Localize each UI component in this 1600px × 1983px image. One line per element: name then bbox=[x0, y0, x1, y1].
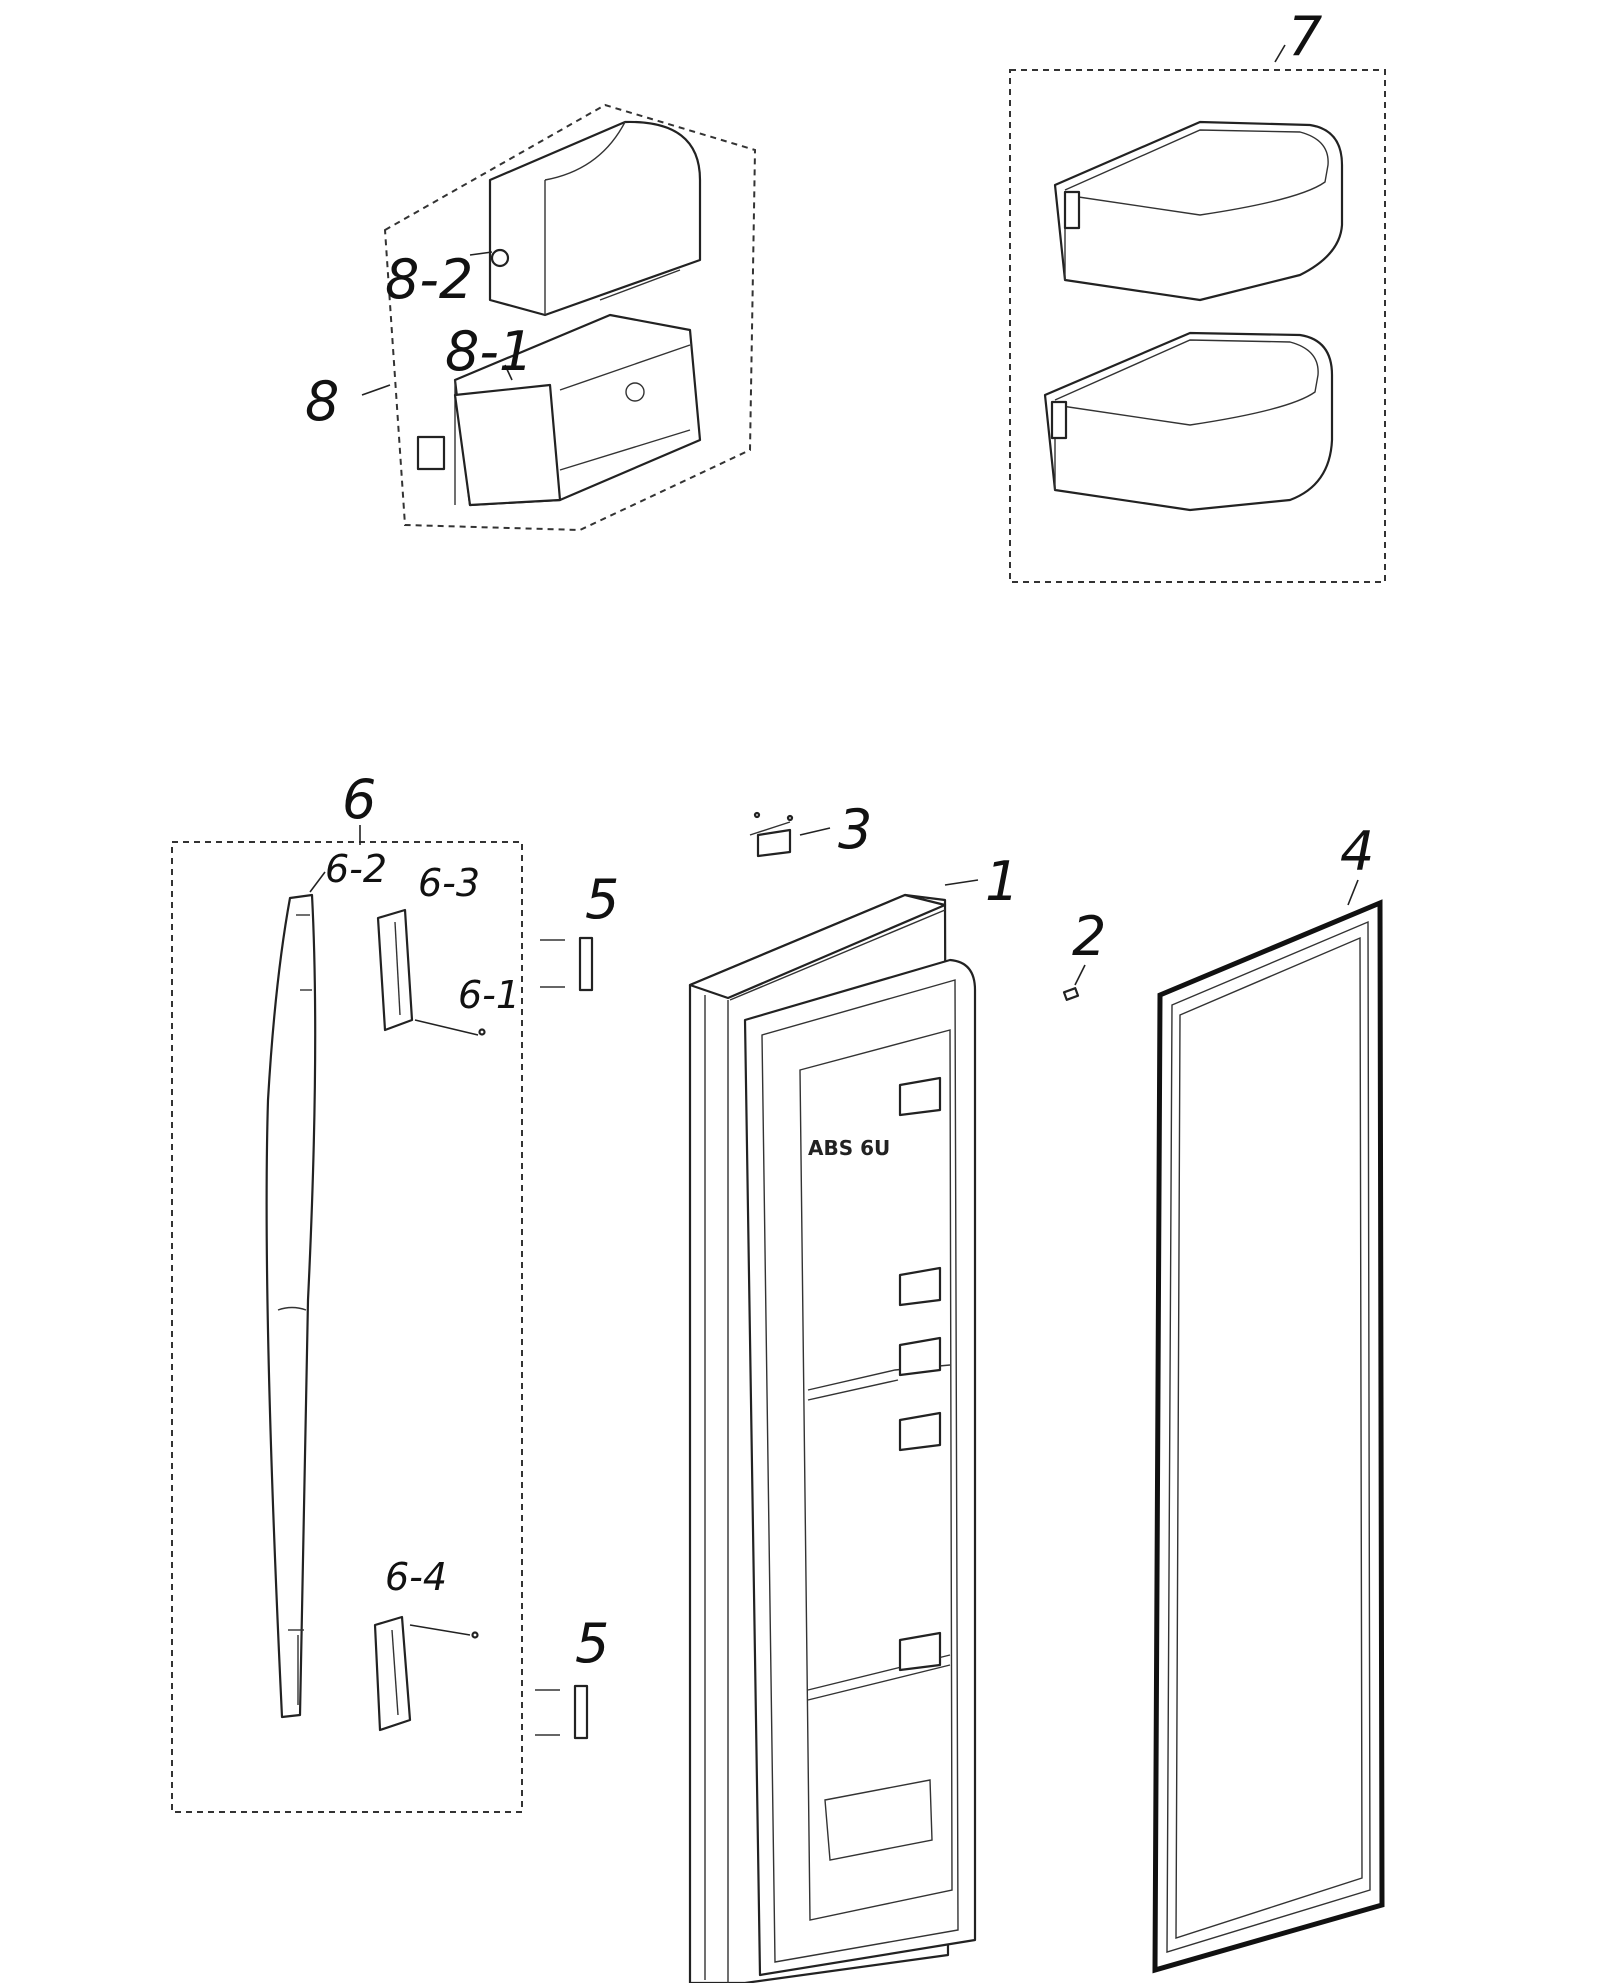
leader-6-4 bbox=[409, 1624, 471, 1636]
label-8-1: 8-1 bbox=[445, 320, 533, 383]
label-8-2: 8-2 bbox=[385, 248, 473, 311]
part-1-door: ABS 6U 1 bbox=[688, 850, 1019, 1983]
part-4-gasket: 4 bbox=[1152, 820, 1385, 1974]
leader-8 bbox=[361, 384, 391, 396]
part-2-stopper: 2 bbox=[1062, 905, 1106, 1001]
part-5-upper: 5 bbox=[540, 868, 619, 992]
label-5-upper: 5 bbox=[585, 868, 619, 931]
leader-8-2 bbox=[469, 251, 493, 256]
part-group-7: 7 bbox=[1009, 5, 1386, 583]
label-1: 1 bbox=[985, 850, 1019, 913]
leader-6-2 bbox=[309, 871, 326, 893]
label-6-1: 6-1 bbox=[458, 973, 520, 1017]
label-2: 2 bbox=[1072, 905, 1106, 968]
part-8-1-bin bbox=[416, 313, 702, 507]
label-6: 6 bbox=[342, 768, 376, 831]
leader-8-1 bbox=[504, 364, 513, 381]
group-8-outline bbox=[383, 103, 757, 532]
group-7-outline bbox=[1009, 69, 1386, 583]
label-4: 4 bbox=[1340, 820, 1374, 883]
label-6-4: 6-4 bbox=[385, 1555, 447, 1599]
leader-6-1 bbox=[414, 1019, 479, 1036]
part-group-8: 8-2 8-1 8 bbox=[305, 103, 757, 532]
part-6-2-handle bbox=[265, 893, 317, 1719]
part-group-6: 6 6-2 6-3 6-1 6-4 bbox=[171, 768, 523, 1813]
label-3: 3 bbox=[838, 798, 872, 861]
part-7-bin-upper bbox=[1053, 120, 1344, 302]
label-6-3: 6-3 bbox=[418, 861, 480, 905]
part-3-hinge-cap: 3 bbox=[749, 798, 872, 861]
door-stamp: ABS 6U bbox=[808, 1136, 890, 1160]
label-7: 7 bbox=[1288, 5, 1322, 68]
label-5-lower: 5 bbox=[575, 1612, 609, 1675]
part-6-4-bracket bbox=[373, 1615, 412, 1732]
part-7-bin-lower bbox=[1043, 331, 1334, 512]
part-6-3-bracket bbox=[376, 908, 414, 1032]
label-6-2: 6-2 bbox=[325, 847, 387, 891]
part-8-2-cover bbox=[488, 120, 702, 317]
label-8: 8 bbox=[305, 370, 339, 433]
part-5-lower: 5 bbox=[535, 1612, 609, 1740]
leader-7 bbox=[1274, 44, 1286, 63]
